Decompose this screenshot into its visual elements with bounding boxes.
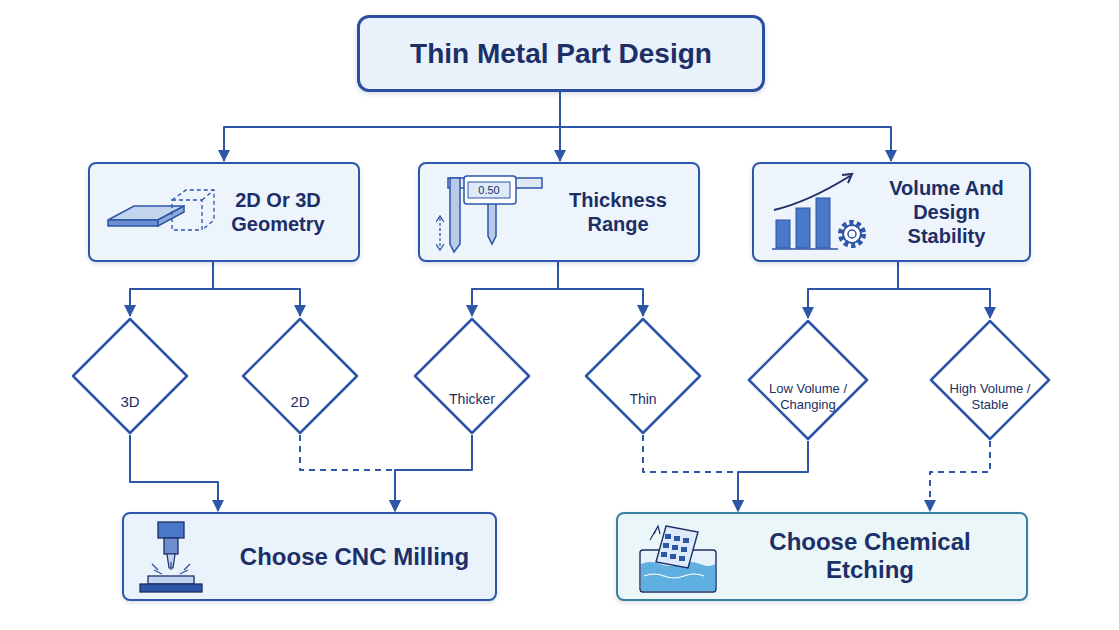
decision-diamond: High Volume / Stable xyxy=(929,319,1051,441)
milling-machine-icon xyxy=(136,520,206,598)
flow-connector xyxy=(130,435,218,511)
icon-part xyxy=(140,584,202,592)
growth-chart-icon xyxy=(768,170,878,256)
box-label: Thickness Range xyxy=(548,188,688,236)
diamond-shape xyxy=(586,319,700,433)
icon-part xyxy=(158,206,184,226)
decision-label: Thicker xyxy=(430,391,514,408)
flow-connector xyxy=(738,441,808,511)
decision-label: 3D xyxy=(88,393,172,411)
decision-diamond: Thin xyxy=(584,317,702,435)
icon-part xyxy=(488,202,496,244)
root-box: Thin Metal Part Design xyxy=(357,15,765,92)
icon-part xyxy=(202,190,214,200)
icon-part xyxy=(164,538,178,554)
diamond-shape xyxy=(749,321,867,439)
icon-part xyxy=(661,534,689,561)
decision-diamond: 2D xyxy=(241,317,359,435)
diamond-outline xyxy=(747,319,869,441)
icon-part xyxy=(683,538,689,543)
flow-connector xyxy=(213,262,300,316)
criterion-box: Volume And Design Stability xyxy=(752,162,1031,262)
diamond-shape xyxy=(415,319,529,433)
decision-diamond: 3D xyxy=(71,317,189,435)
icon-part xyxy=(672,545,678,550)
diamond-outline xyxy=(241,317,359,435)
caliper-reading: 0.50 xyxy=(468,182,510,198)
icon-part xyxy=(436,216,444,250)
icon-part xyxy=(148,576,194,584)
decision-diamond: Low Volume / Changing xyxy=(747,319,869,441)
diamond-outline xyxy=(413,317,531,435)
icon-part xyxy=(650,526,660,540)
icon-part xyxy=(774,176,850,210)
icon-part xyxy=(816,198,830,248)
icon-part xyxy=(674,536,680,541)
flow-connector xyxy=(643,435,738,511)
flow-connector xyxy=(808,262,898,318)
box-label: Thin Metal Part Design xyxy=(370,37,752,71)
criterion-box: 2D Or 3D Geometry xyxy=(88,162,360,262)
result-box: Choose CNC Milling xyxy=(122,512,497,601)
icon-part xyxy=(681,547,687,552)
icon-part xyxy=(848,230,856,238)
diamond-shape xyxy=(931,321,1049,439)
decision-diamond: Thicker xyxy=(413,317,531,435)
decision-label: Low Volume / Changing xyxy=(761,381,855,412)
icon-part xyxy=(172,200,202,230)
plate-cube-icon xyxy=(102,186,217,246)
etching-tank-icon xyxy=(636,522,720,596)
icon-part xyxy=(172,190,214,230)
icon-part xyxy=(776,220,790,248)
box-label: Volume And Design Stability xyxy=(874,176,1019,248)
icon-part xyxy=(841,223,863,245)
icon-part xyxy=(656,526,698,568)
flow-connector xyxy=(472,262,558,316)
icon-part xyxy=(772,248,838,250)
icon-part xyxy=(468,182,510,198)
icon-part xyxy=(108,220,158,226)
decision-label: 2D xyxy=(258,393,342,411)
result-box: Choose Chemical Etching xyxy=(616,512,1028,601)
icon-part xyxy=(670,554,676,559)
icon-part xyxy=(644,574,704,578)
diamond-shape xyxy=(243,319,357,433)
icon-part xyxy=(661,552,667,557)
flow-connector xyxy=(300,435,395,511)
icon-part xyxy=(843,225,861,243)
icon-part xyxy=(154,570,188,574)
box-label: 2D Or 3D Geometry xyxy=(208,188,348,236)
icon-part xyxy=(663,543,669,548)
flow-connector xyxy=(898,262,990,318)
icon-part xyxy=(152,562,190,570)
diamond-shape xyxy=(73,319,187,433)
diamond-outline xyxy=(929,319,1051,441)
icon-part xyxy=(172,190,214,230)
icon-part xyxy=(679,556,685,561)
icon-part xyxy=(439,218,440,248)
decision-label: Thin xyxy=(601,391,685,408)
flow-connector xyxy=(560,92,891,161)
decision-label: High Volume / Stable xyxy=(943,381,1037,412)
flow-connector xyxy=(395,435,472,511)
flow-connector xyxy=(930,441,990,511)
flow-connector xyxy=(130,262,213,316)
flow-connector xyxy=(558,262,643,316)
diamond-outline xyxy=(71,317,189,435)
box-label: Choose CNC Milling xyxy=(224,542,485,571)
flow-connector xyxy=(224,92,560,161)
icon-part xyxy=(796,208,810,248)
icon-part xyxy=(842,174,852,183)
criterion-box: Thickness Range 0.50 xyxy=(418,162,700,262)
diamond-outline xyxy=(584,317,702,435)
box-label: Choose Chemical Etching xyxy=(724,528,1016,586)
icon-part xyxy=(158,522,184,538)
icon-part xyxy=(464,176,516,204)
icon-part xyxy=(450,178,460,252)
icon-part xyxy=(665,534,671,539)
